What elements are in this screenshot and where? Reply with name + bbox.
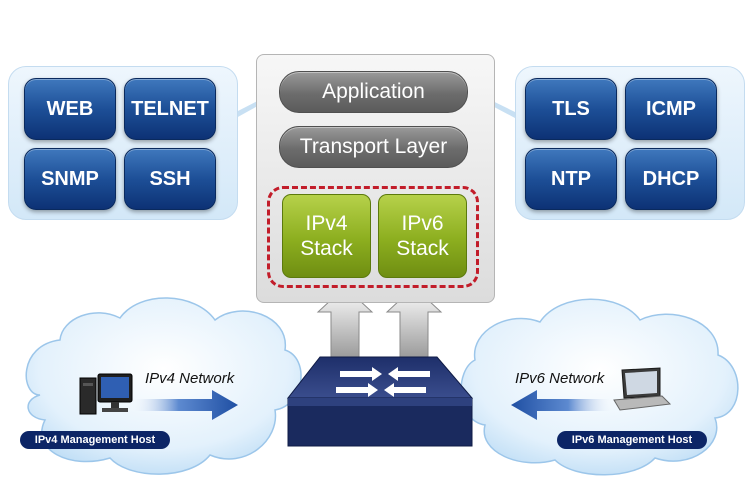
ipv6-stack-line1: IPv6	[401, 211, 444, 235]
protocol-telnet: TELNET	[124, 78, 216, 140]
ipv6-stack-line2: Stack	[396, 237, 449, 260]
protocol-snmp: SNMP	[24, 148, 116, 210]
ipv4-management-host-badge: IPv4 Management Host	[20, 431, 170, 449]
protocol-icmp: ICMP	[625, 78, 717, 140]
desktop-computer-icon	[79, 373, 133, 415]
dual-stack-outline	[267, 186, 479, 288]
application-layer: Application	[279, 71, 468, 113]
ipv6-management-host-badge: IPv6 Management Host	[557, 431, 707, 449]
ipv4-network-label: IPv4 Network	[145, 370, 235, 387]
protocol-ntp: NTP	[525, 148, 617, 210]
ipv6-network-label: IPv6 Network	[515, 370, 605, 387]
ipv4-network-arrow	[130, 390, 238, 420]
ipv4-stack-line1: IPv4	[305, 211, 348, 235]
ipv4-stack: IPv4 Stack	[282, 194, 371, 278]
ipv6-cloud	[460, 298, 739, 476]
laptop-icon	[613, 367, 672, 411]
ipv4-stack-line2: Stack	[300, 237, 353, 260]
ipv6-stack: IPv6 Stack	[378, 194, 467, 278]
protocol-ssh: SSH	[124, 148, 216, 210]
protocol-dhcp: DHCP	[625, 148, 717, 210]
network-switch-icon	[286, 356, 474, 447]
protocol-web: WEB	[24, 78, 116, 140]
transport-layer: Transport Layer	[279, 126, 468, 168]
ipv4-cloud	[25, 297, 302, 475]
ipv6-network-arrow	[511, 390, 615, 420]
protocol-tls: TLS	[525, 78, 617, 140]
